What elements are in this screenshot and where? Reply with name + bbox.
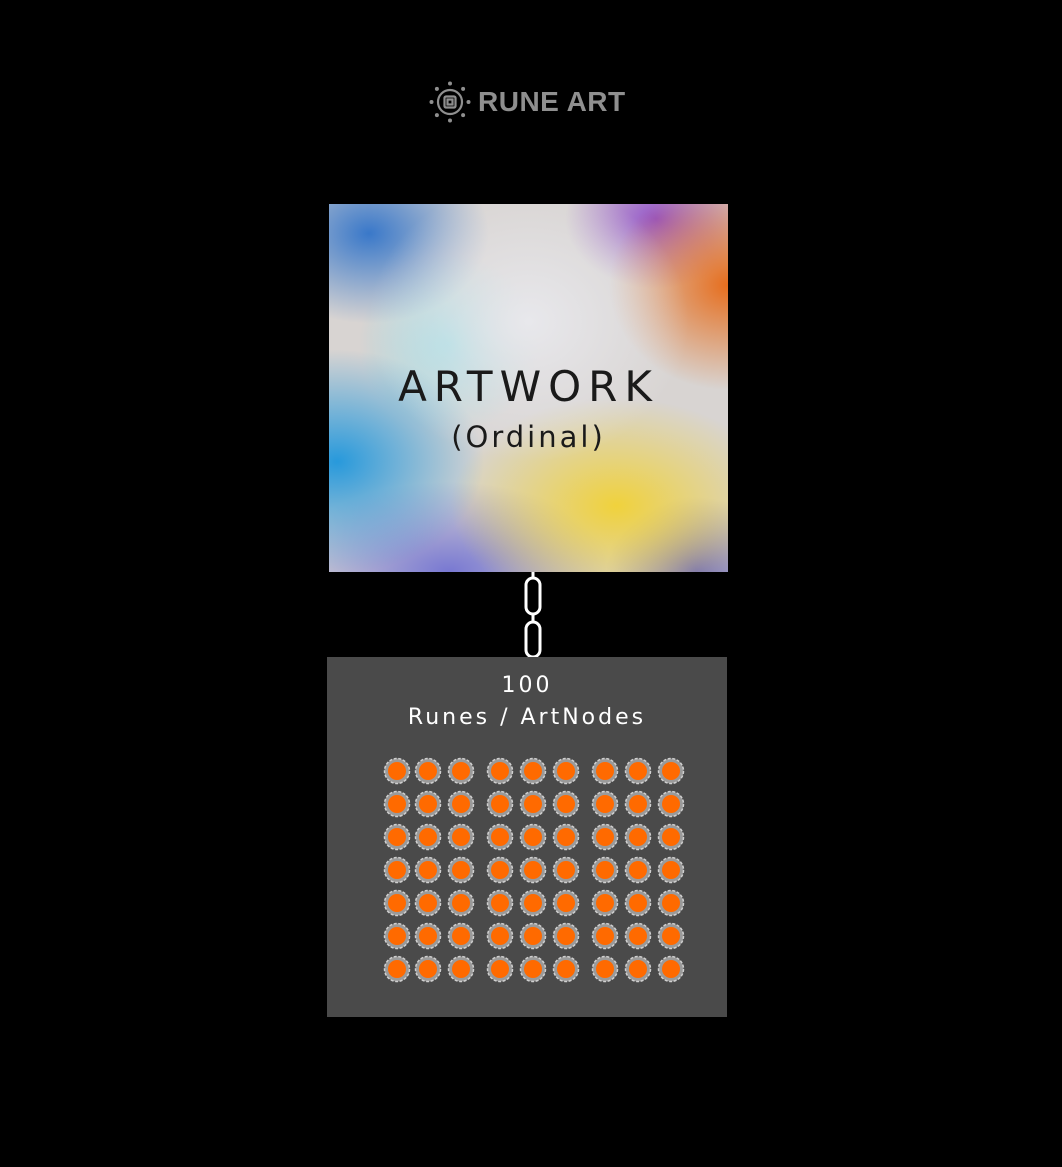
- rune-node-icon: [414, 790, 442, 818]
- rune-node-icon: [519, 790, 547, 818]
- rune-node-icon: [519, 889, 547, 917]
- rune-node-icon: [486, 856, 514, 884]
- rune-node-icon: [657, 757, 685, 785]
- rune-node-icon: [447, 823, 475, 851]
- rune-node-icon: [624, 757, 652, 785]
- rune-node-icon: [624, 889, 652, 917]
- artwork-subtitle: (Ordinal): [451, 420, 606, 454]
- rune-node-icon: [591, 856, 619, 884]
- rune-node-icon: [447, 889, 475, 917]
- rune-node-icon: [657, 922, 685, 950]
- rune-node-icon: [486, 955, 514, 983]
- rune-node-icon: [624, 790, 652, 818]
- artwork-title: ARTWORK: [398, 362, 659, 411]
- rune-node-icon: [519, 955, 547, 983]
- runes-box: 100 Runes / ArtNodes: [327, 657, 727, 1017]
- rune-node-icon: [486, 922, 514, 950]
- rune-node-icon: [552, 856, 580, 884]
- rune-node-icon: [591, 757, 619, 785]
- rune-node-icon: [447, 955, 475, 983]
- rune-node-icon: [383, 922, 411, 950]
- rune-node-icon: [383, 955, 411, 983]
- rune-node-icon: [383, 790, 411, 818]
- rune-nodes-grid: [383, 757, 685, 983]
- runes-count: 100: [501, 673, 553, 698]
- rune-node-icon: [591, 955, 619, 983]
- rune-node-icon: [657, 955, 685, 983]
- rune-node-icon: [552, 889, 580, 917]
- rune-node-icon: [447, 922, 475, 950]
- rune-node-icon: [383, 823, 411, 851]
- rune-node-icon: [657, 889, 685, 917]
- rune-node-icon: [383, 889, 411, 917]
- rune-node-icon: [486, 757, 514, 785]
- artwork-ordinal: ARTWORK (Ordinal): [329, 204, 728, 572]
- rune-node-icon: [591, 823, 619, 851]
- rune-node-icon: [414, 955, 442, 983]
- rune-node-icon: [552, 757, 580, 785]
- chain-link-icon: [524, 572, 542, 659]
- rune-node-icon: [519, 757, 547, 785]
- rune-node-icon: [383, 856, 411, 884]
- rune-node-icon: [447, 856, 475, 884]
- rune-node-icon: [591, 790, 619, 818]
- runes-label: Runes / ArtNodes: [407, 705, 647, 730]
- rune-node-icon: [657, 790, 685, 818]
- rune-node-icon: [552, 922, 580, 950]
- rune-node-icon: [624, 922, 652, 950]
- rune-node-icon: [414, 856, 442, 884]
- rune-node-icon: [519, 823, 547, 851]
- rune-node-icon: [552, 823, 580, 851]
- rune-node-icon: [486, 823, 514, 851]
- rune-node-icon: [552, 790, 580, 818]
- rune-node-icon: [414, 889, 442, 917]
- rune-node-icon: [486, 790, 514, 818]
- logo-text: RUNE ART: [478, 86, 626, 117]
- rune-node-icon: [657, 823, 685, 851]
- rune-node-icon: [447, 757, 475, 785]
- rune-node-icon: [591, 889, 619, 917]
- rune-node-icon: [591, 922, 619, 950]
- logo: RUNE ART: [428, 80, 626, 124]
- rune-node-icon: [486, 889, 514, 917]
- rune-node-icon: [414, 823, 442, 851]
- rune-node-icon: [519, 856, 547, 884]
- rune-node-icon: [624, 856, 652, 884]
- rune-node-icon: [624, 823, 652, 851]
- rune-node-icon: [383, 757, 411, 785]
- rune-node-icon: [519, 922, 547, 950]
- rune-node-icon: [414, 757, 442, 785]
- rune-art-logo-icon: [429, 81, 471, 123]
- rune-node-icon: [657, 856, 685, 884]
- rune-node-icon: [447, 790, 475, 818]
- rune-node-icon: [552, 955, 580, 983]
- rune-node-icon: [624, 955, 652, 983]
- rune-node-icon: [414, 922, 442, 950]
